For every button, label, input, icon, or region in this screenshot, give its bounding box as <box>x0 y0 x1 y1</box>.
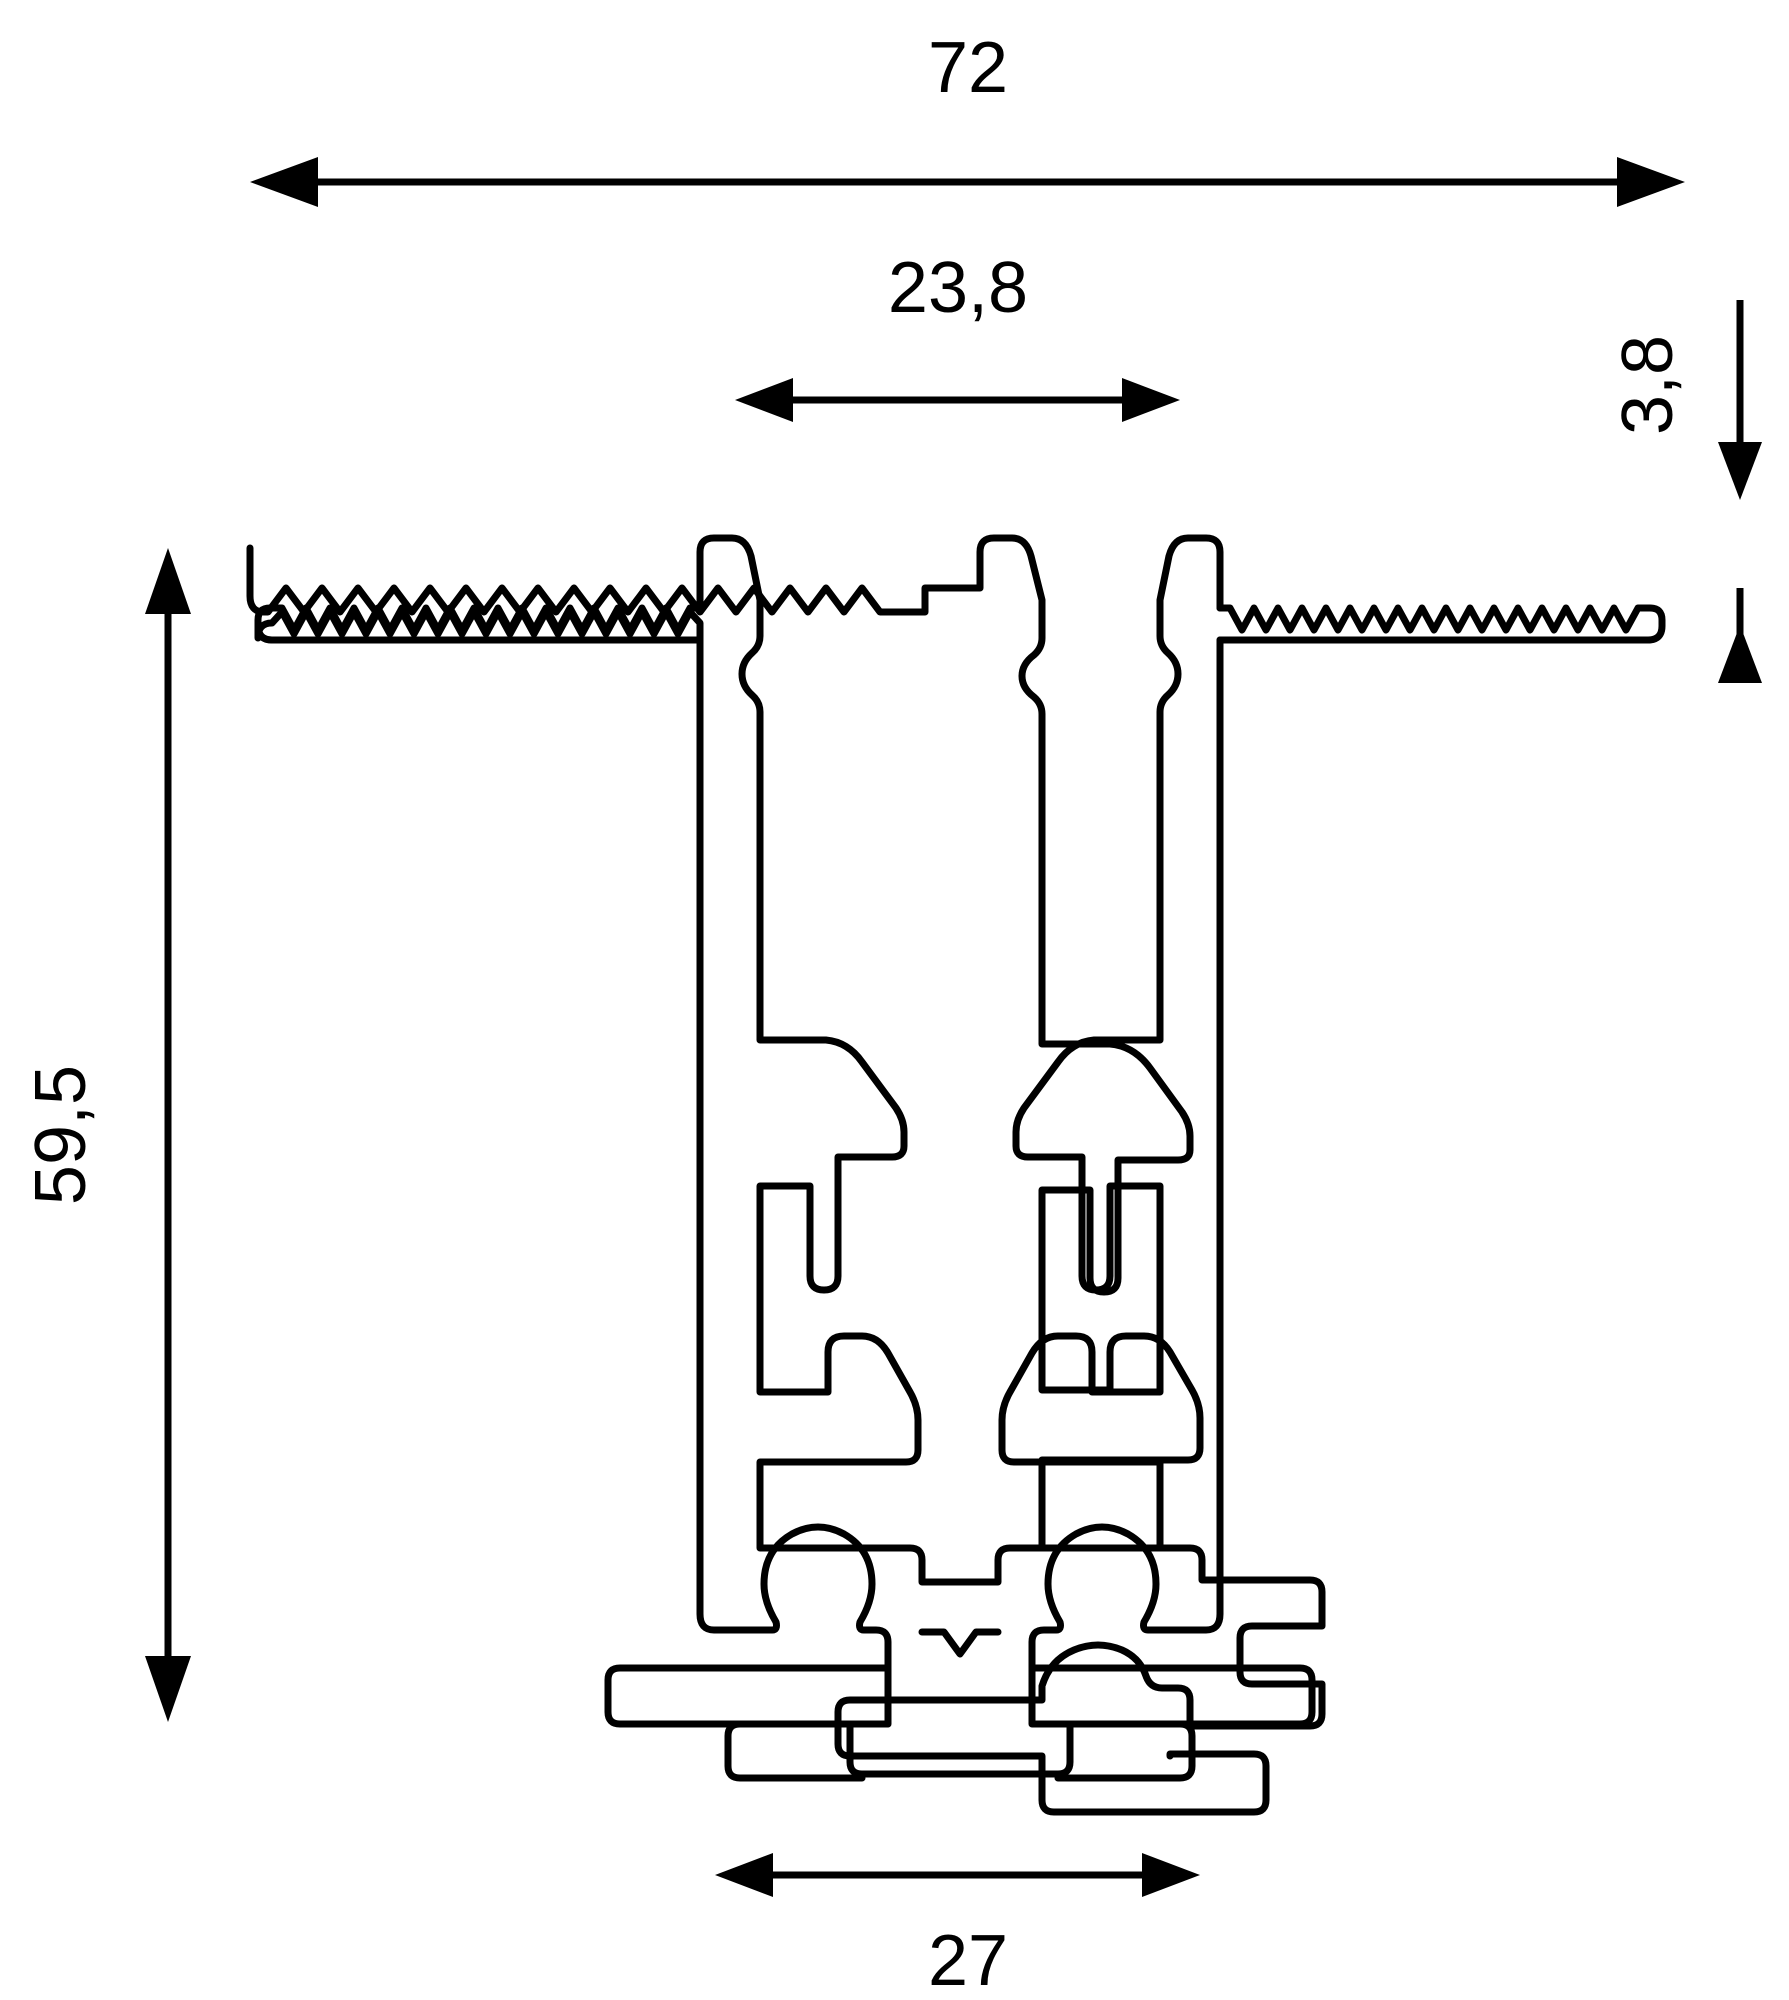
profile-right-outer-wall <box>956 636 1316 1778</box>
dimension-label-overall-height: 59,5 <box>21 1065 101 1205</box>
dimension-flange-thickness: 3,8 <box>1608 300 1762 683</box>
profile-right-body <box>956 534 1224 1586</box>
arrow-right-overall-width <box>1617 157 1685 207</box>
profile-left-outer-wall <box>604 636 964 1778</box>
dimension-body-width: 27 <box>715 1853 1200 2000</box>
profile-accurate-group <box>254 534 1666 1782</box>
profile-left-flange <box>254 604 704 644</box>
dimension-overall-height: 59,5 <box>21 548 191 1722</box>
arrow-right-body-width <box>1142 1853 1200 1897</box>
dimension-label-inner-width: 23,8 <box>888 248 1028 328</box>
dimension-label-overall-width: 72 <box>928 28 1008 108</box>
dimension-inner-width: 23,8 <box>735 248 1180 422</box>
arrow-down-flange-thickness <box>1718 442 1762 500</box>
profile-center-notch <box>918 1628 1002 1658</box>
arrow-down-overall-height <box>145 1656 191 1722</box>
arrow-right-inner-width <box>1122 378 1180 422</box>
arrow-left-body-width <box>715 1853 773 1897</box>
dimension-label-flange-thickness: 3,8 <box>1608 335 1688 435</box>
profile-outline-group <box>246 534 1326 1816</box>
arrow-left-inner-width <box>735 378 793 422</box>
dimension-overall-width: 72 <box>250 28 1685 207</box>
profile-outline-left <box>246 534 1326 1816</box>
profile-left-base-hook <box>724 1664 892 1782</box>
profile-right-flange <box>1216 604 1666 644</box>
profile-left-body <box>696 534 964 1586</box>
arrow-up-overall-height <box>145 548 191 614</box>
arrow-up-flange-thickness <box>1718 625 1762 683</box>
dimension-label-body-width: 27 <box>928 1921 1008 2000</box>
arrow-left-overall-width <box>250 157 318 207</box>
profile-right-base-hook <box>1028 1664 1196 1782</box>
